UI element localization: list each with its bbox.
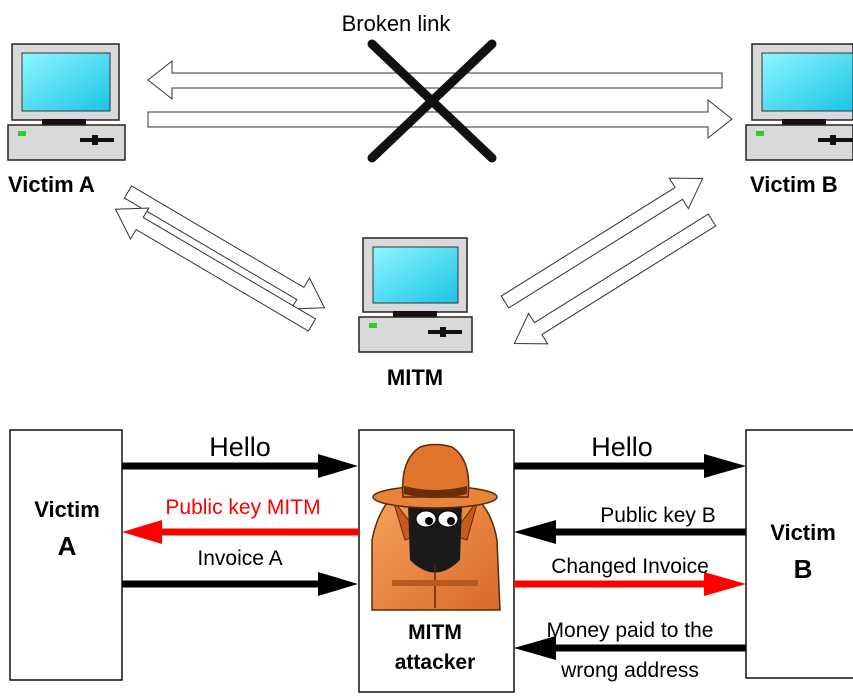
msg-changed-invoice: Changed Invoice (551, 555, 709, 578)
msg-public-key-mitm: Public key MITM (165, 496, 320, 519)
victim-a-box (9, 429, 123, 681)
arrow-invoice-a-head (318, 572, 358, 596)
broken-link-x-icon (367, 39, 497, 163)
arrow-b-to-a (147, 59, 723, 101)
mitm-label: MITM (387, 365, 443, 390)
arrow-public-key-b-head (514, 520, 556, 544)
msg-invoice-a: Invoice A (197, 547, 282, 570)
arrow-hello-right-head (704, 454, 746, 478)
broken-link-label: Broken link (342, 11, 452, 36)
msg-public-key-b: Public key B (600, 504, 716, 527)
msg-hello-left: Hello (209, 432, 271, 462)
attacker-label-line1: MITM (408, 621, 462, 644)
victim-b-box-line2: B (794, 554, 813, 584)
msg-hello-right: Hello (591, 432, 653, 462)
victim-b-label: Victim B (750, 172, 838, 197)
attacker-label-line2: attacker (395, 651, 476, 674)
victim-b-computer-icon (745, 43, 853, 161)
victim-b-box-line1: Victim (770, 520, 836, 545)
arrow-mitm-to-b (500, 177, 704, 309)
msg-money-line1: Money paid to the (547, 619, 714, 642)
arrow-b-to-mitm (513, 213, 717, 345)
msg-money-line2: wrong address (560, 659, 699, 682)
victim-a-box-line2: A (58, 531, 77, 561)
victim-b-box (745, 429, 853, 679)
victim-a-box-line1: Victim (34, 497, 100, 522)
arrow-a-to-mitm (123, 185, 326, 310)
arrow-public-key-mitm-head (122, 520, 162, 544)
victim-a-computer-icon (7, 43, 126, 161)
victim-a-label: Victim A (8, 172, 95, 197)
arrow-mitm-to-a (114, 207, 317, 332)
arrow-money-paid-head (514, 636, 556, 660)
spy-attacker-icon (371, 443, 501, 611)
arrow-a-to-b (147, 98, 733, 140)
mitm-computer-icon (358, 237, 473, 353)
arrow-hello-left-head (318, 454, 358, 478)
arrow-changed-invoice-head (704, 572, 746, 596)
